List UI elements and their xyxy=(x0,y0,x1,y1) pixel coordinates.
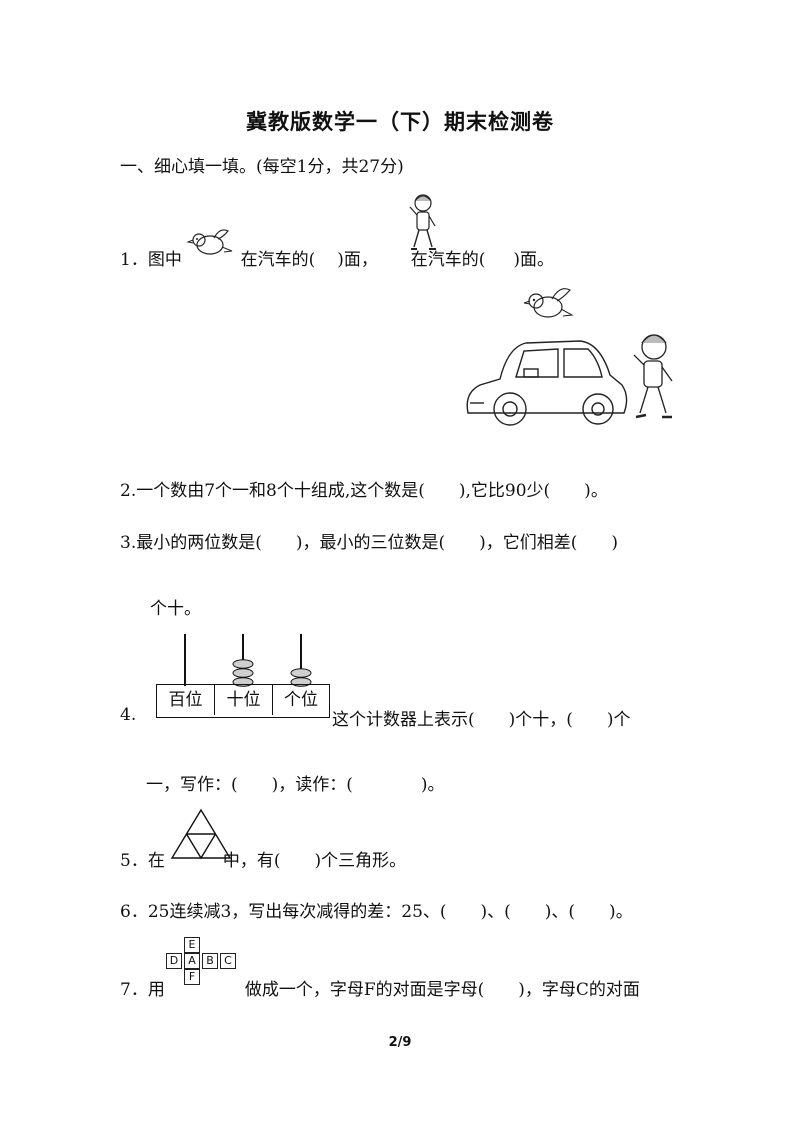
q5-prefix: 5．在 xyxy=(120,851,165,871)
abacus-bead xyxy=(232,668,254,678)
cube-face-c: C xyxy=(220,953,236,969)
question-5: 5．在 中，有( )个三角形。 xyxy=(120,846,406,871)
q1-number: 1．图中 xyxy=(120,250,182,270)
cube-face-b: B xyxy=(202,953,218,969)
page-title: 冀教版数学一（下）期末检测卷 xyxy=(246,109,554,134)
question-6: 6．25连续减3，写出每次减得的差：25、( )、( )、( )。 xyxy=(120,902,633,922)
question-7: 7．用 做成一个，字母F的对面是字母( )，字母C的对面 xyxy=(120,975,640,1000)
section-heading: 一、细心填一填。(每空1分，共27分) xyxy=(120,157,404,177)
cube-face-a: A xyxy=(184,953,200,969)
abacus-place-labels: 百位 十位 个位 xyxy=(156,684,330,718)
triangle-figure xyxy=(170,808,232,860)
abacus-counter: 百位 十位 个位 xyxy=(156,632,330,720)
car-icon xyxy=(466,340,628,426)
question-4-line-2: 一，写作：( )，读作：( )。 xyxy=(146,775,445,795)
bird-over-car-icon xyxy=(523,288,574,318)
q1-text-4: )面。 xyxy=(513,250,555,270)
abacus-bead xyxy=(290,668,312,678)
question-3-line-2: 个十。 xyxy=(150,599,201,619)
place-ones: 个位 xyxy=(284,690,318,710)
bird-icon xyxy=(186,229,233,255)
abacus-rods xyxy=(184,634,312,687)
question-1: 1．图中 在汽车的( )面， 在汽车的( )面。 xyxy=(120,245,554,270)
q1-text-2: )面， xyxy=(337,250,378,270)
q1-text-3: 在汽车的( xyxy=(410,250,486,270)
q5-suffix: 中，有( )个三角形。 xyxy=(222,851,407,871)
question-4-number: 4. xyxy=(120,705,137,725)
question-2: 2.一个数由7个一和8个十组成,这个数是( ),它比90少( )。 xyxy=(120,481,608,501)
car-scene-illustration xyxy=(466,288,673,426)
boy-beside-car-icon xyxy=(633,334,673,419)
question-3-line-1: 3.最小的两位数是( )，最小的三位数是( )，它们相差( ) xyxy=(120,533,619,553)
boy-icon xyxy=(409,194,436,250)
cube-face-e: E xyxy=(184,937,200,953)
place-hundreds: 百位 xyxy=(157,685,215,715)
q7-prefix: 7．用 xyxy=(120,980,165,1000)
cube-face-d: D xyxy=(166,953,182,969)
abacus-bead xyxy=(232,659,254,669)
q7-suffix: 做成一个，字母F的对面是字母( )，字母C的对面 xyxy=(244,980,640,1000)
page-number: 2/9 xyxy=(388,1035,412,1050)
question-4-line-1: 这个计数器上表示( )个十，( )个 xyxy=(332,710,631,730)
cube-face-f: F xyxy=(184,969,200,985)
place-tens: 十位 xyxy=(215,685,273,715)
q1-text-1: 在汽车的( xyxy=(240,250,316,270)
cube-net: E D A B C F xyxy=(164,937,244,989)
